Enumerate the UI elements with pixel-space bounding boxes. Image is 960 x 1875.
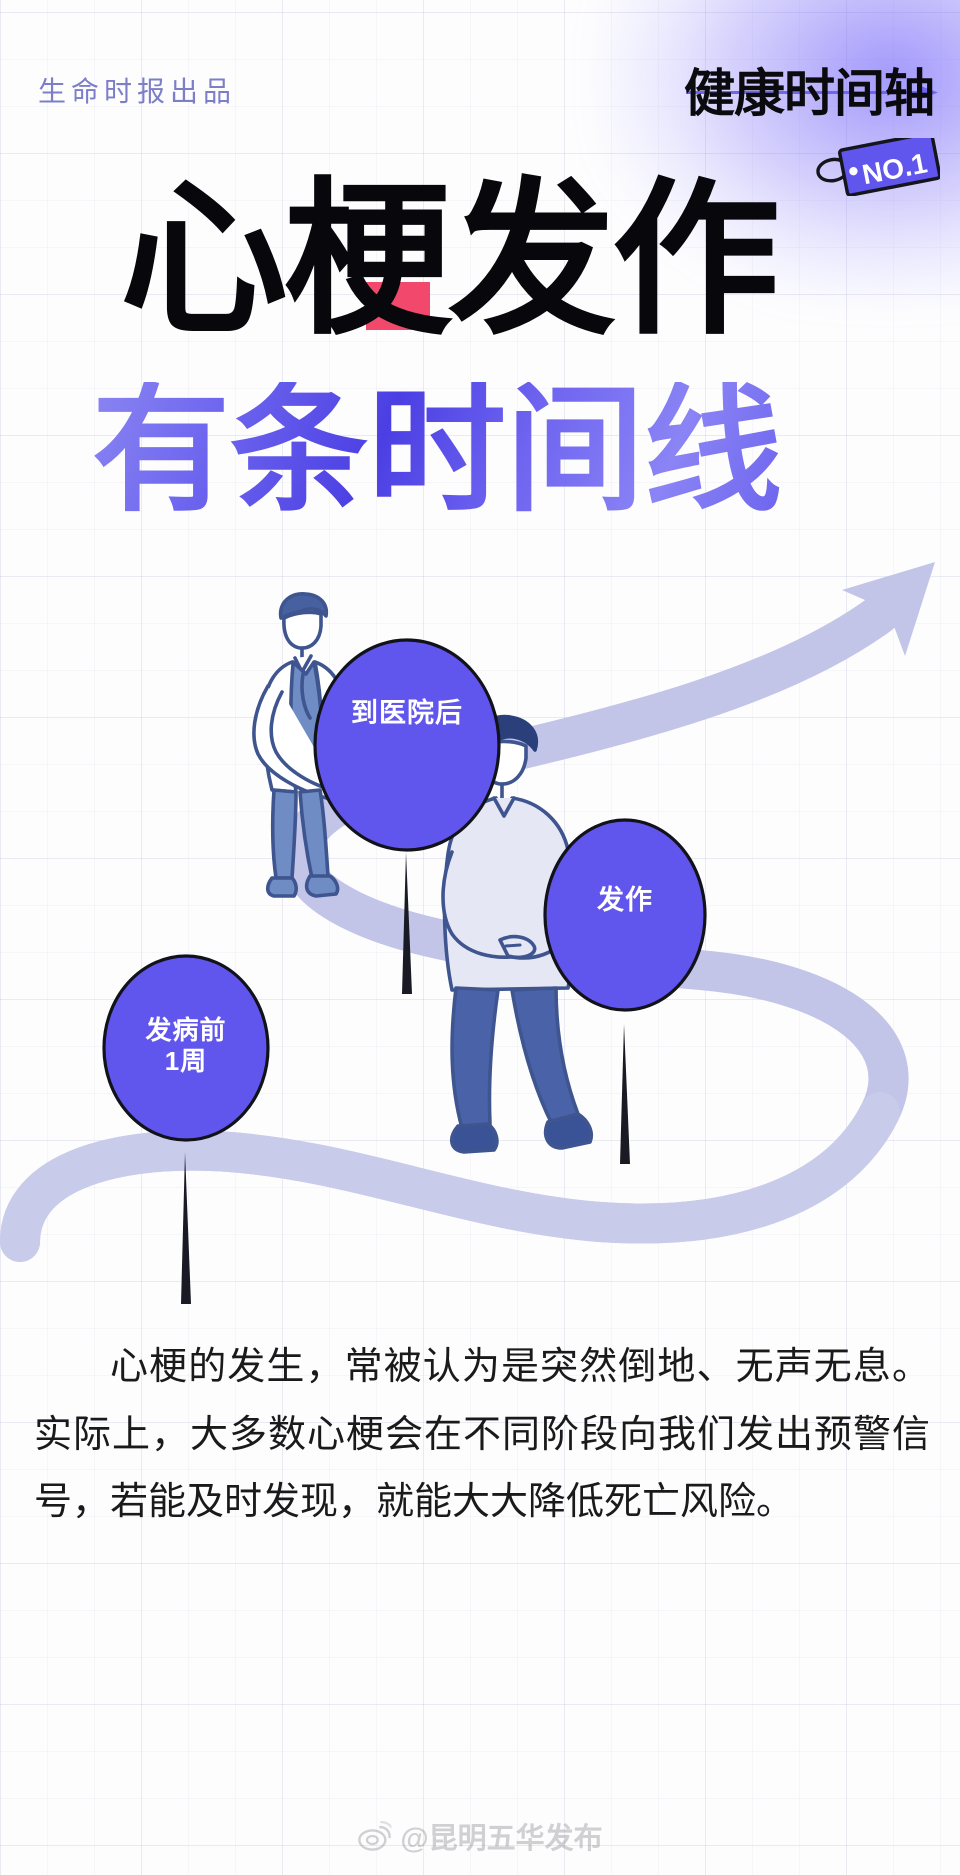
timeline-pin-hospital[interactable] bbox=[313, 638, 501, 994]
series-badge-tag: NO.1 bbox=[816, 138, 940, 196]
series-title: 健康时间轴 bbox=[683, 65, 935, 122]
page-title-main-text: 心梗发作 bbox=[120, 166, 780, 354]
page-title-sub: 有条时间线 bbox=[92, 374, 783, 528]
figure-patient bbox=[441, 714, 594, 1154]
brand-line: 生命时报出品 bbox=[38, 76, 237, 107]
timeline-pin-before[interactable] bbox=[102, 954, 270, 1304]
timeline-illustration: 到医院后 发作 发病前 1周 bbox=[0, 552, 960, 1312]
watermark-handle: @昆明五华发布 bbox=[400, 1823, 603, 1855]
watermark: @昆明五华发布 bbox=[357, 1815, 603, 1857]
weibo-eye-icon bbox=[358, 1821, 392, 1851]
timeline-pin-onset[interactable] bbox=[543, 818, 707, 1164]
body-paragraph: 心梗的发生，常被认为是突然倒地、无声无息。实际上，大多数心梗会在不同阶段向我们发… bbox=[34, 1346, 930, 1524]
page-title-main: 心梗发作 bbox=[120, 176, 780, 344]
illustration-svg bbox=[0, 562, 935, 1304]
series-title-group: 健康时间轴 NO.1 bbox=[534, 52, 940, 197]
